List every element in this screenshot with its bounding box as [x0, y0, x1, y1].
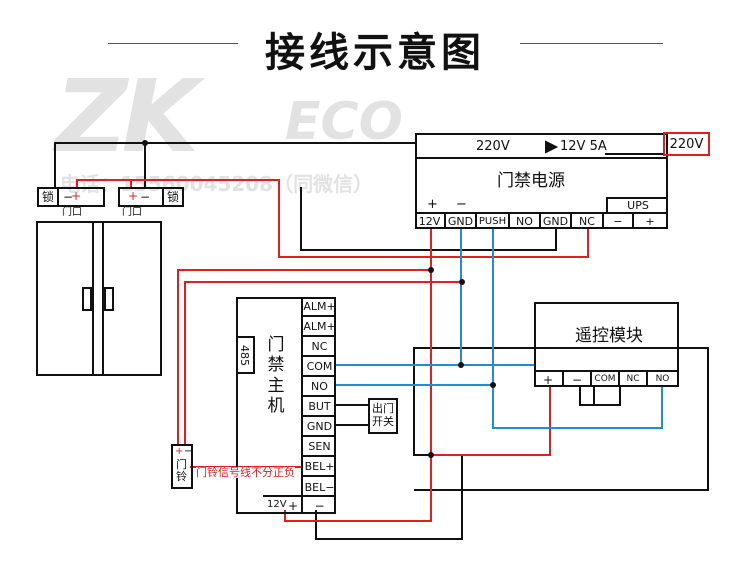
lock-1-label: 锁 — [39, 189, 59, 205]
terminal-gnd: GND — [446, 214, 477, 229]
door-bell: + − 门铃 — [171, 444, 193, 489]
controller-terminal-strip: ALM+ ALM+ NC COM NO BUT GND SEN BEL+ BEL… — [301, 297, 336, 497]
bell-note: 门铃信号线不分正负 — [196, 466, 295, 479]
junction-dot — [459, 279, 465, 285]
wire-power-minus-loop — [315, 347, 709, 540]
bell-plus: + — [175, 446, 184, 457]
page-title: 接线示意图 — [265, 30, 485, 76]
controller-12v-minus: − — [301, 497, 336, 514]
terminal-nc: NC — [572, 214, 604, 229]
power-supply-name: 门禁电源 — [497, 171, 565, 191]
double-door — [36, 221, 162, 376]
wire-power-gnd-main — [300, 187, 557, 251]
ups-label: UPS — [627, 199, 649, 212]
remote-module-name: 遥控模块 — [575, 326, 643, 346]
wire-remote-plus — [431, 386, 551, 456]
remote-terminal-com: COM — [592, 372, 620, 387]
junction-dot — [490, 382, 496, 388]
lock-1-caption: 门口 — [62, 207, 82, 218]
terminal-nc: NC — [303, 337, 336, 357]
port-485-label: 485 — [238, 344, 251, 366]
lock-2-minus: − — [140, 190, 151, 204]
remote-terminal-plus: + — [534, 372, 564, 387]
terminal-com: COM — [303, 357, 336, 377]
controller-12v-label: 12V — [267, 499, 287, 510]
junction-dot — [428, 267, 434, 273]
power-top-bar — [415, 133, 668, 159]
lock-1-minus: − — [63, 190, 74, 204]
brand-watermark-left: ZK — [55, 58, 199, 175]
controller-power-terminals: 12V + − — [263, 495, 336, 514]
bell-label: 门铃 — [176, 458, 187, 484]
terminal-no: NO — [303, 377, 336, 397]
terminal-ups-plus: + — [645, 215, 655, 228]
terminal-sen: SEN — [303, 437, 336, 457]
terminal-gnd: GND — [303, 417, 336, 437]
terminal-12v: 12V — [415, 214, 446, 229]
terminal-but: BUT — [303, 397, 336, 417]
lock-1-plus: + — [71, 189, 82, 203]
remote-module — [534, 302, 679, 387]
power-supply — [415, 133, 668, 229]
exit-switch-label: 出门开关 — [372, 402, 394, 428]
power-terminal-strip: 12V GND PUSH NO GND NC − + — [415, 212, 668, 229]
title-rule-right — [520, 43, 663, 44]
terminal-ups-minus: − — [604, 214, 634, 229]
wire-gnd-com — [334, 228, 462, 366]
lock-1: 锁 − + — [37, 187, 105, 207]
junction-dot — [142, 140, 148, 146]
terminal-bel-minus: BEL− — [304, 480, 335, 494]
terminal-alm-plus-1: ALM+ — [303, 297, 336, 317]
power-output-label: 12V 5A — [560, 139, 607, 154]
remote-terminal-strip: + − COM NC NO — [534, 370, 679, 387]
exit-switch: 出门开关 — [368, 398, 398, 434]
power-plus-sign: + — [427, 197, 438, 212]
wire-lock1-plus — [76, 179, 589, 258]
lock-2-plus: + — [128, 189, 139, 203]
wire-bell-minus — [184, 281, 462, 444]
terminal-push: PUSH — [477, 214, 510, 229]
wire-power-12v — [177, 228, 432, 444]
wire-lock-minus-gnd — [54, 142, 415, 187]
power-minus-sign: − — [456, 197, 467, 212]
lock-2: + − 锁 — [118, 187, 184, 207]
remote-terminal-no: NO — [655, 374, 670, 384]
junction-dot — [458, 362, 464, 368]
terminal-no: NO — [510, 214, 541, 229]
terminal-gnd-2: GND — [541, 214, 572, 229]
mains-220v-label: 220V — [663, 132, 710, 156]
wire-remote-com-link — [579, 386, 621, 406]
terminal-alm-plus-2: ALM+ — [303, 317, 336, 337]
junction-dot — [428, 452, 434, 458]
remote-terminal-minus: − — [564, 372, 592, 387]
phone-watermark: 电话：15560045208（同微信） — [60, 172, 374, 196]
access-controller — [236, 297, 336, 514]
lock-2-caption: 门口 — [122, 207, 142, 218]
port-485: 485 — [236, 336, 255, 374]
controller-12v-plus: + — [287, 498, 299, 513]
ups-block: UPS — [606, 197, 668, 212]
lock-2-label: 锁 — [162, 189, 182, 205]
bell-minus: − — [184, 446, 193, 457]
arrow-head — [545, 140, 559, 154]
remote-terminal-nc: NC — [620, 372, 648, 387]
wire-12v-controller — [284, 270, 432, 522]
title-rule-left — [108, 43, 238, 44]
controller-name: 门禁主机 — [267, 335, 285, 417]
power-input-label: 220V — [476, 139, 510, 154]
wire-remote-no — [492, 385, 663, 429]
terminal-bel-plus: BEL+ — [303, 457, 336, 477]
